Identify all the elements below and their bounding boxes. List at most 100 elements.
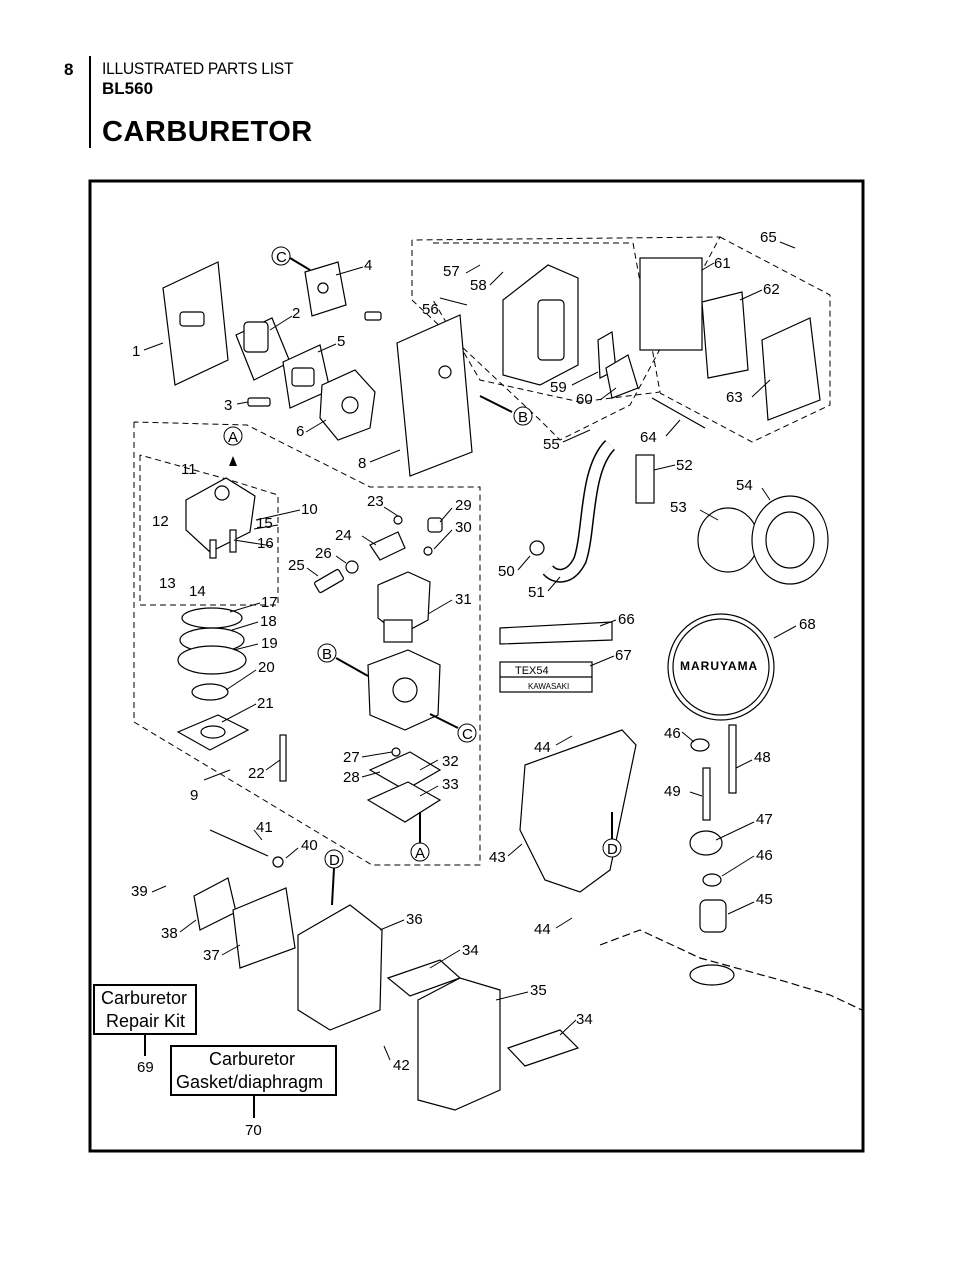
- part-label: 55: [543, 436, 560, 453]
- part-label: 31: [455, 591, 472, 608]
- header-divider: [89, 56, 91, 148]
- part-label: 1: [132, 343, 140, 360]
- part-label: 44: [534, 921, 551, 938]
- part-label: 54: [736, 477, 753, 494]
- part-label: 20: [258, 659, 275, 676]
- part-label: 14: [189, 583, 206, 600]
- part-label: 11: [181, 461, 197, 478]
- part-label: 26: [315, 545, 332, 562]
- part-label: 65: [760, 229, 777, 246]
- part-label: 6: [296, 423, 304, 440]
- callout-b-right: B: [479, 395, 533, 426]
- part-label: 18: [260, 613, 277, 630]
- callout-markers: A B C B C A D: [223, 246, 622, 906]
- callout-d-shield: D: [602, 812, 622, 858]
- callout-letter: C: [462, 726, 473, 743]
- part-label: 17: [261, 594, 278, 611]
- part-label: 5: [337, 333, 345, 350]
- part-label: 43: [489, 849, 506, 866]
- part-label: 22: [248, 765, 265, 782]
- part-label: 34: [462, 942, 479, 959]
- part-label: 4: [364, 257, 372, 274]
- part-label: 68: [799, 616, 816, 633]
- logo-text: MARUYAMA: [680, 659, 758, 673]
- part-label: 24: [335, 527, 352, 544]
- assembly-outlines: [133, 236, 831, 866]
- part-label: 36: [406, 911, 423, 928]
- page-title: CARBURETOR: [102, 116, 313, 148]
- part-label: 25: [288, 557, 305, 574]
- callout-letter: D: [329, 852, 340, 869]
- part-label: 16: [257, 535, 274, 552]
- repair-kit-callout: Carburetor Repair Kit 69: [93, 984, 197, 1076]
- callout-a-top: A: [223, 426, 243, 466]
- part-label: 30: [455, 519, 472, 536]
- callout-b-left: B: [317, 643, 369, 677]
- part-label: 35: [530, 982, 547, 999]
- part-label: 12: [152, 513, 169, 530]
- part-label: 13: [159, 575, 176, 592]
- part-label: 28: [343, 769, 360, 786]
- part-label: 51: [528, 584, 545, 601]
- part-label: 48: [754, 749, 771, 766]
- gasket-kit-number: 70: [245, 1122, 262, 1139]
- gasket-kit-callout: Carburetor Gasket/diaphragm 70: [170, 1045, 337, 1139]
- part-label: 41: [256, 819, 273, 836]
- part-label: 56: [422, 301, 439, 318]
- tex-label: TEX54: [515, 665, 549, 677]
- part-label: 40: [301, 837, 318, 854]
- callout-d-muffler: D: [324, 849, 344, 906]
- part-label: 64: [640, 429, 657, 446]
- part-label: 29: [455, 497, 472, 514]
- part-label: 46: [756, 847, 773, 864]
- callout-letter: A: [415, 845, 425, 862]
- maker-label: KAWASAKI: [528, 682, 569, 691]
- part-label: 33: [442, 776, 459, 793]
- callout-letter: D: [607, 841, 618, 858]
- gasket-kit-line2: Gasket/diaphragm: [176, 1072, 323, 1092]
- callout-letter: B: [518, 409, 528, 426]
- repair-kit-line1: Carburetor: [101, 988, 187, 1008]
- part-label: 63: [726, 389, 743, 406]
- part-label: 8: [358, 455, 366, 472]
- callout-letter: B: [322, 646, 332, 663]
- part-label: 21: [257, 695, 274, 712]
- part-label: 38: [161, 925, 178, 942]
- part-label: 27: [343, 749, 360, 766]
- part-label: 60: [576, 391, 593, 408]
- part-label: 42: [393, 1057, 410, 1074]
- leader-lines: [143, 241, 797, 1061]
- page-number: 8: [64, 60, 74, 79]
- callout-a-bottom: A: [410, 812, 430, 862]
- part-label: 67: [615, 647, 632, 664]
- model-name: BL560: [102, 79, 154, 98]
- part-label: 10: [301, 501, 318, 518]
- part-drawings: [162, 257, 863, 1111]
- diagram-frame: [88, 179, 865, 1153]
- part-label: 57: [443, 263, 460, 280]
- repair-kit-line2: Repair Kit: [106, 1011, 185, 1031]
- part-label: 58: [470, 277, 487, 294]
- part-label: 3: [224, 397, 232, 414]
- part-label: 39: [131, 883, 148, 900]
- part-label: 45: [756, 891, 773, 908]
- part-number-labels: 1 2 3 4 5 6 8 9 10 11 12 13 14 15 16 17 …: [131, 229, 816, 1074]
- part-label: 44: [534, 739, 551, 756]
- part-label: 34: [576, 1011, 593, 1028]
- part-label: 61: [714, 255, 731, 272]
- part-label: 37: [203, 947, 220, 964]
- gasket-kit-line1: Carburetor: [209, 1049, 295, 1069]
- callout-letter: C: [276, 249, 287, 266]
- repair-kit-number: 69: [137, 1059, 154, 1076]
- part-label: 46: [664, 725, 681, 742]
- part-label: 49: [664, 783, 681, 800]
- part-label: 9: [190, 787, 198, 804]
- part-label: 32: [442, 753, 459, 770]
- part-label: 52: [676, 457, 693, 474]
- part-label: 66: [618, 611, 635, 628]
- callout-letter: A: [228, 429, 238, 446]
- callout-c-bottom: C: [429, 713, 477, 743]
- part-label: 23: [367, 493, 384, 510]
- part-label: 62: [763, 281, 780, 298]
